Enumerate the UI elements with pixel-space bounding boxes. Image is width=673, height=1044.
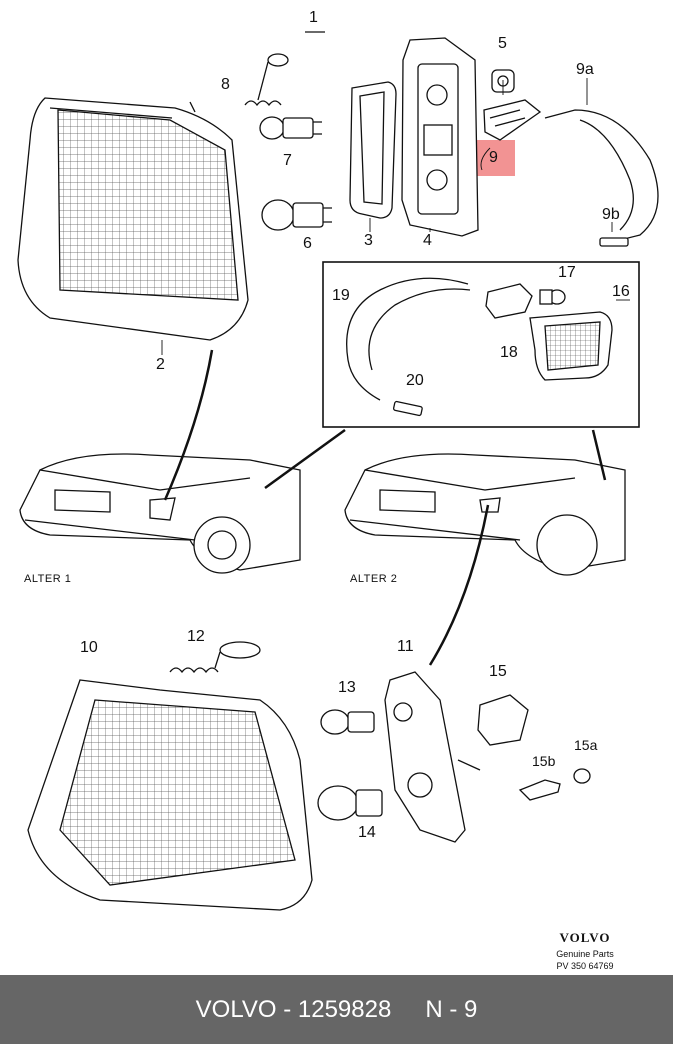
corner-lamp-alter1: [17, 97, 249, 341]
label-2: 2: [156, 356, 165, 373]
label-9b: 9b: [602, 206, 620, 223]
leader-lines: [161, 78, 630, 355]
reference-number: PV 350 64769: [556, 961, 614, 971]
genuine-parts-text: Genuine Parts: [556, 949, 614, 959]
label-3: 3: [364, 232, 373, 249]
footer-separator: -: [276, 995, 298, 1023]
label-16: 16: [612, 283, 630, 300]
gasket-3: [349, 81, 397, 219]
footer-position: N - 9: [425, 995, 478, 1023]
car-alter2: [344, 453, 626, 576]
volvo-genuine-parts-block: VOLVO Genuine Parts PV 350 64769: [540, 930, 630, 971]
bulb-holder-4: [401, 37, 479, 237]
label-5: 5: [498, 35, 507, 52]
spring-12: [169, 641, 261, 674]
label-alter1: ALTER 1: [24, 573, 72, 585]
connector-18: [485, 283, 533, 319]
label-6: 6: [303, 235, 312, 252]
footer-part-number: 1259828: [297, 995, 392, 1023]
label-15b: 15b: [532, 753, 556, 769]
wire-9a: [544, 109, 659, 243]
footer-make: VOLVO: [195, 995, 277, 1023]
label-17: 17: [558, 264, 576, 281]
label-1: 1: [309, 9, 318, 26]
terminal-9b: [599, 237, 629, 247]
label-15: 15: [489, 663, 507, 680]
wire-19: [346, 277, 471, 401]
parts-diagram: [17, 31, 659, 911]
bulb-14: [317, 785, 383, 821]
label-10: 10: [80, 639, 98, 656]
corner-lamp-10: [27, 679, 313, 911]
side-marker-16: [529, 311, 613, 381]
label-9: 9: [489, 149, 498, 166]
bulb-holder-11: [384, 671, 481, 843]
bulb-13: [320, 709, 375, 735]
spring-8: [244, 53, 289, 107]
label-20: 20: [406, 372, 424, 389]
label-11: 11: [397, 638, 414, 655]
label-15a: 15a: [574, 737, 598, 753]
label-18: 18: [500, 344, 518, 361]
label-alter2: ALTER 2: [350, 573, 398, 585]
bulb-17: [539, 289, 566, 305]
label-9a: 9a: [576, 61, 594, 78]
label-19: 19: [332, 287, 350, 304]
volvo-logo: VOLVO: [559, 930, 611, 945]
connector-9: [483, 99, 542, 141]
car-alter1: [19, 453, 301, 574]
bulb-7: [259, 116, 322, 140]
footer-bar: VOLVO - 1259828 N - 9: [0, 975, 673, 1044]
highlight-part-9: [473, 140, 515, 176]
terminal-15b: [518, 779, 561, 801]
label-8: 8: [221, 76, 230, 93]
bulb-6: [261, 199, 332, 231]
label-4: 4: [423, 232, 432, 249]
pointer-arrows: [163, 349, 607, 666]
connector-15: [477, 694, 529, 746]
sleeve-15a: [573, 768, 591, 784]
label-13: 13: [338, 679, 356, 696]
label-7: 7: [283, 152, 292, 169]
label-12: 12: [187, 628, 205, 645]
terminal-20: [392, 400, 423, 417]
label-14: 14: [358, 824, 376, 841]
